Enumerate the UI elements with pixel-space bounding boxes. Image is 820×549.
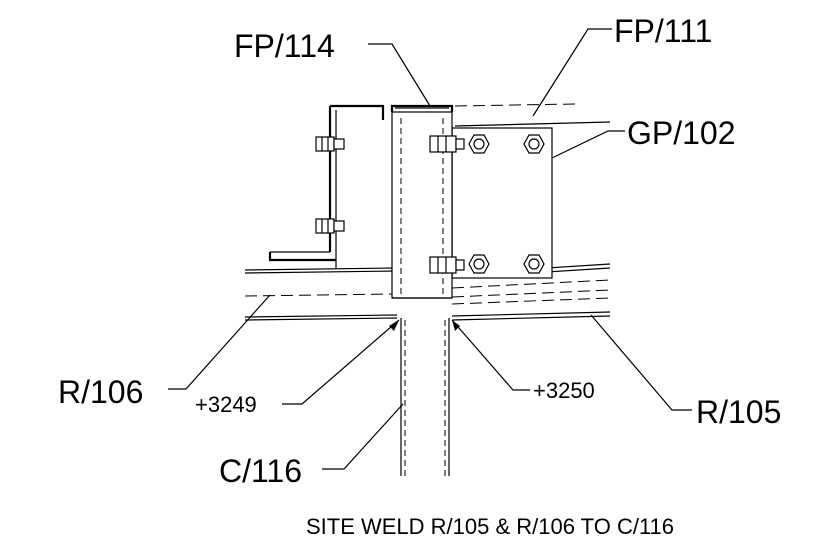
gusset-bolt-bottom-left [468,254,490,274]
gusset-bolt-bottom-right [523,254,545,274]
label-fp114: FP/114 [234,28,335,64]
leader-lines [168,28,692,470]
label-elev-left: +3249 [195,392,257,417]
label-r105: R/105 [696,394,781,430]
cap-plate-fp114 [390,104,454,112]
label-elev-right: +3250 [533,378,595,403]
label-r106: R/106 [58,374,143,410]
left-bolt-lower [315,218,345,234]
left-bolt-upper [315,136,345,152]
drawing-caption: SITE WELD R/105 & R/106 TO C/116 [306,514,674,539]
gusset-bolt-top-left [468,134,490,154]
purlin-fp111 [454,103,611,127]
left-angle-bracket [268,104,385,268]
column-c116 [391,111,453,476]
label-fp111: FP/111 [614,13,712,49]
column-bolt-upper [429,135,465,153]
rafter-r106 [244,267,398,321]
column-bolt-lower [429,256,465,274]
label-c116: C/116 [219,453,302,489]
label-gp102: GP/102 [627,115,736,151]
gusset-bolt-top-right [523,134,545,154]
